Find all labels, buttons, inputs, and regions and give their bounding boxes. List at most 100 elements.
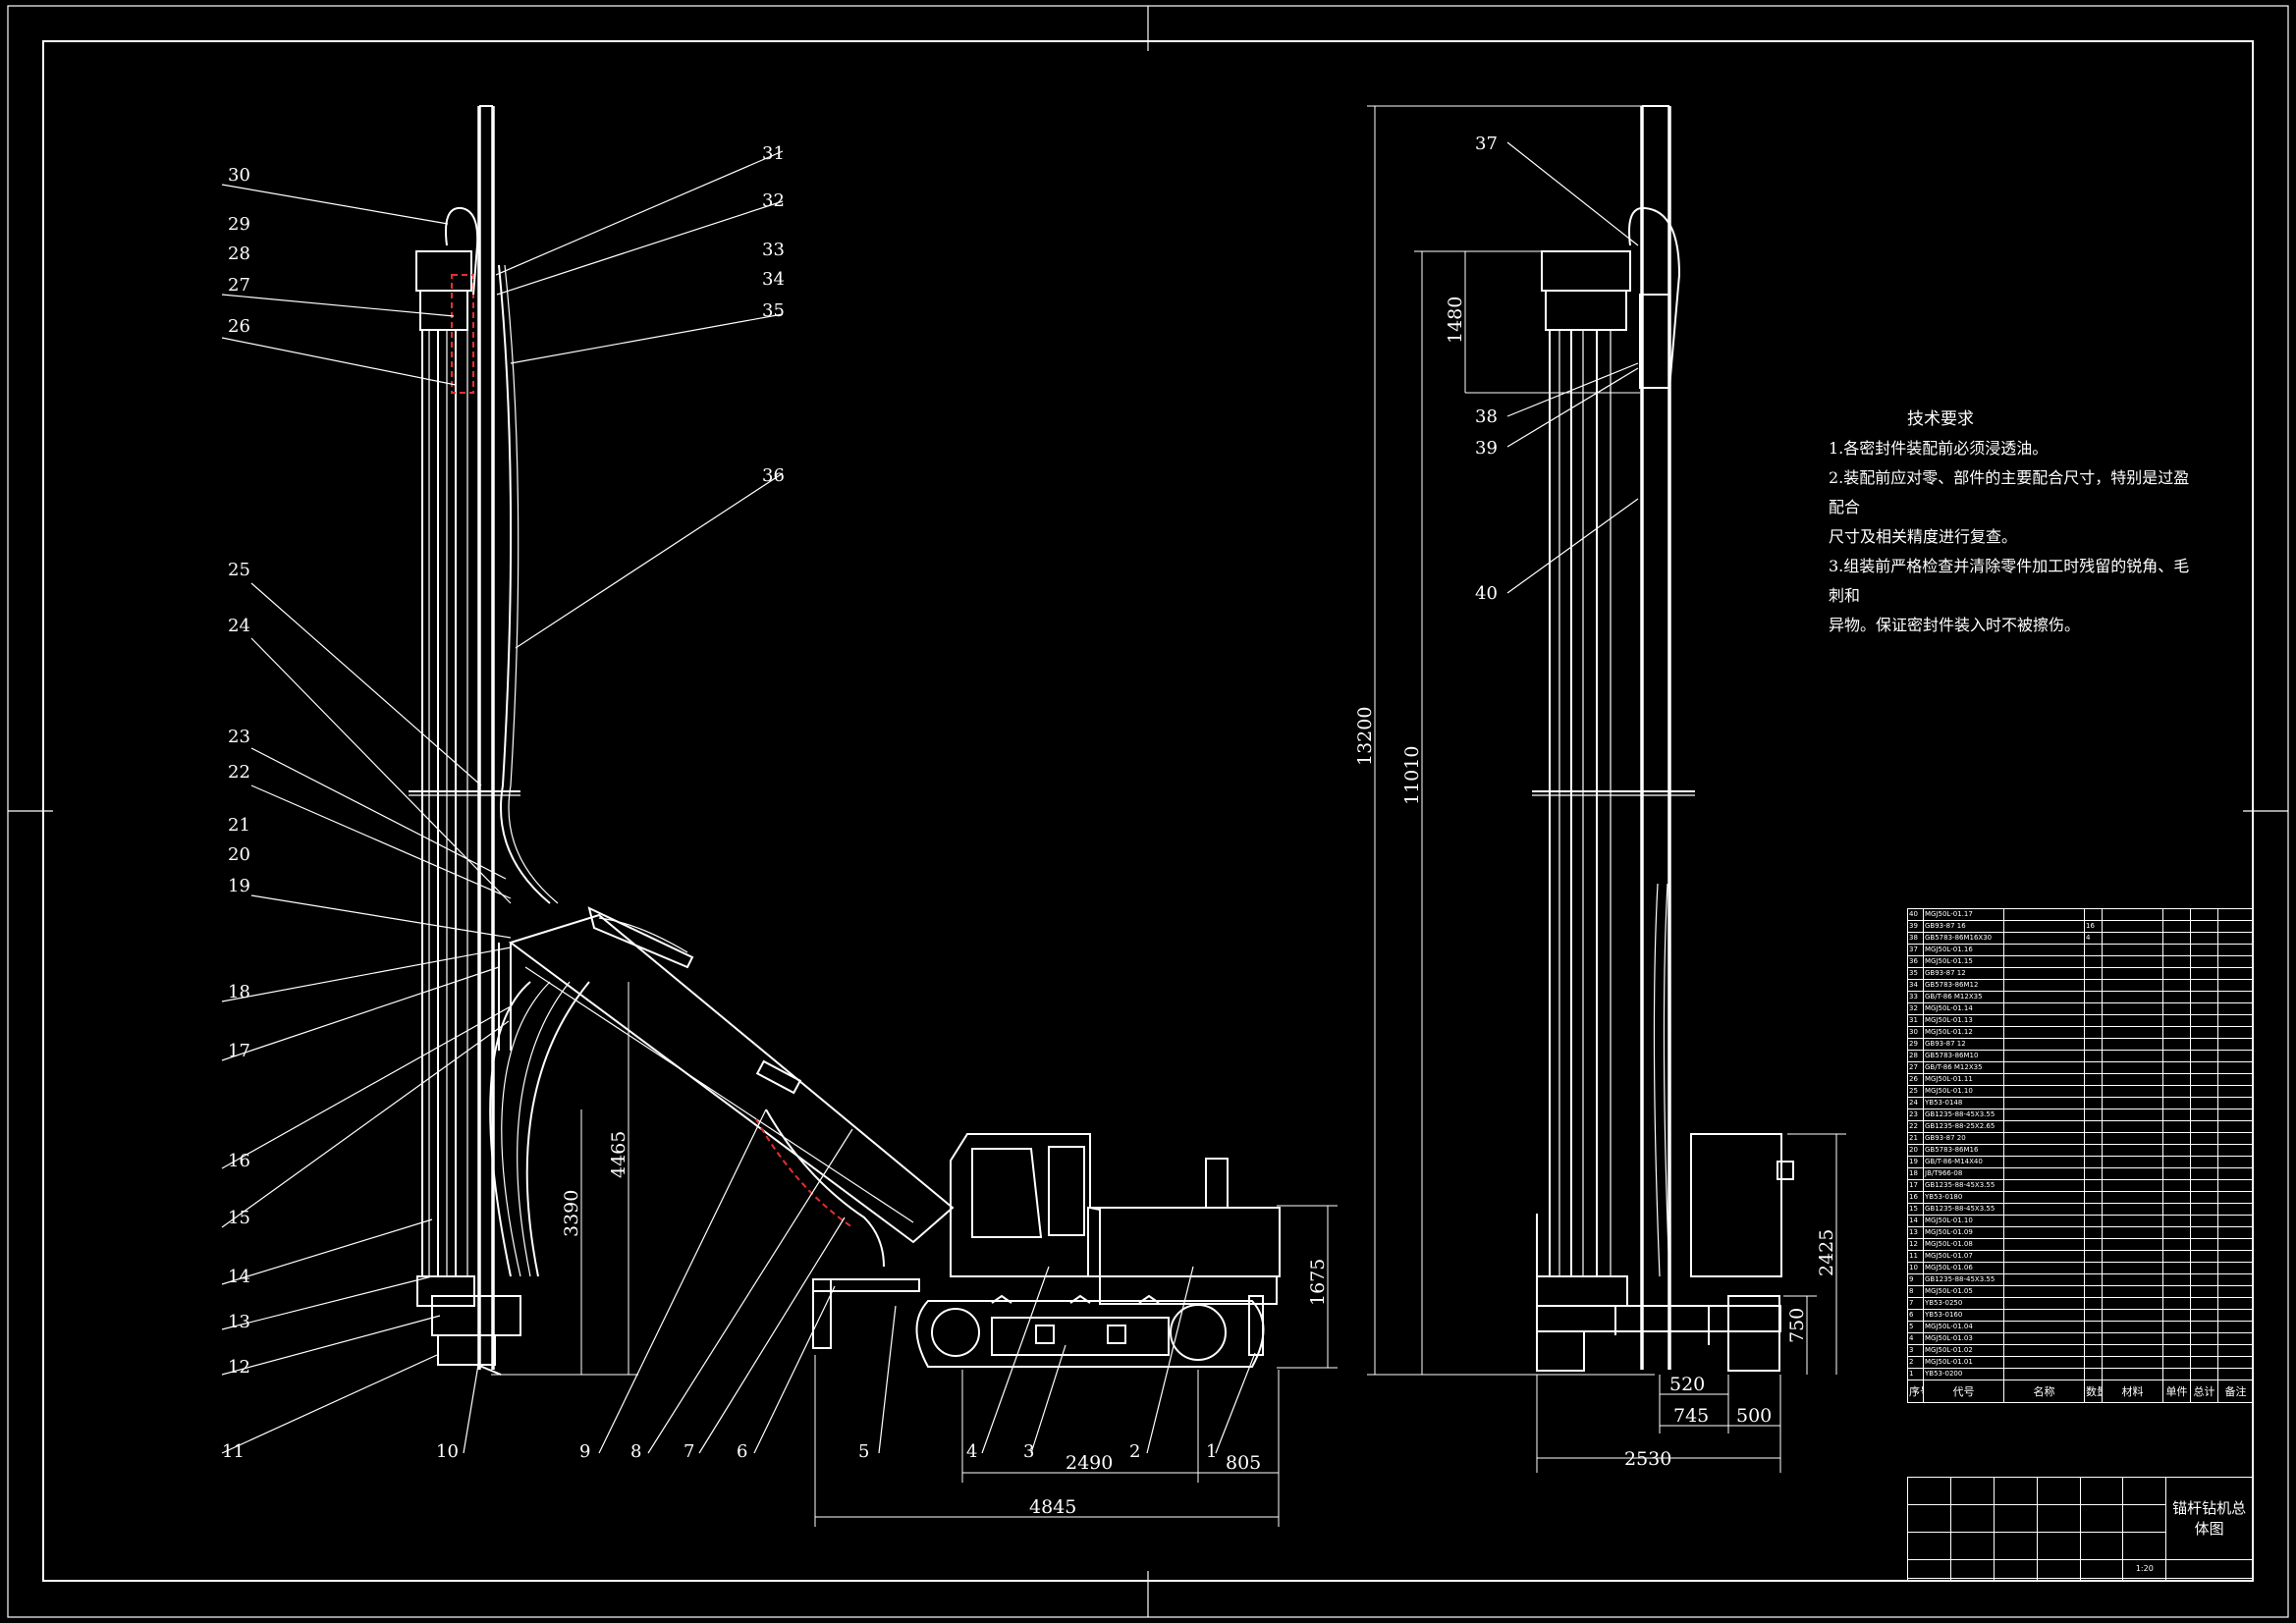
part-label: 40 (1475, 583, 1498, 604)
bom-cell (2162, 932, 2191, 945)
bom-cell (2190, 1167, 2218, 1180)
part-label: 16 (228, 1151, 250, 1171)
bom-cell (2084, 944, 2103, 956)
bom-cell (2190, 1297, 2218, 1310)
bom-cell: MGJ50L-01.05 (1923, 1285, 2004, 1298)
bom-cell (2190, 1132, 2218, 1145)
part-label: 2 (1129, 1441, 1140, 1462)
bom-cell (2102, 1262, 2163, 1274)
part-label: 37 (1475, 134, 1498, 154)
bom-cell (2102, 1321, 2163, 1333)
bom-cell: GB5783-86M12 (1923, 979, 2004, 992)
bom-cell (2003, 920, 2085, 933)
bom-cell (2190, 1002, 2218, 1015)
bom-cell (2162, 1085, 2191, 1098)
bom-cell (2162, 1038, 2191, 1051)
dim-11010: 11010 (1401, 746, 1423, 805)
bom-cell (2162, 1191, 2191, 1204)
bom-cell: MGJ50L-01.13 (1923, 1014, 2004, 1027)
bom-cell (2162, 1321, 2191, 1333)
bom-cell (2084, 1285, 2103, 1298)
bom-cell (2217, 1332, 2254, 1345)
dim-4845: 4845 (1029, 1496, 1076, 1518)
bom-cell (2217, 991, 2254, 1003)
bom-cell: YB53-0200 (1923, 1368, 2004, 1380)
bom-cell (2190, 1026, 2218, 1039)
part-labels: 30 29 28 27 26 25 24 23 22 21 20 19 18 1… (222, 134, 1498, 1462)
bom-cell (2084, 908, 2103, 921)
bom-cell (2084, 1250, 2103, 1263)
bom-header-cell: 材料 (2102, 1380, 2163, 1403)
bom-cell (2003, 1226, 2085, 1239)
side-view (1367, 105, 1846, 1473)
bom-cell (2084, 1226, 2103, 1239)
bom-cell (2084, 991, 2103, 1003)
bom-cell (2190, 1191, 2218, 1204)
bom-cell (2217, 1191, 2254, 1204)
bom-cell (2003, 1026, 2085, 1039)
bom-cell (2190, 1014, 2218, 1027)
bom-cell (2162, 1156, 2191, 1168)
bom-cell (2190, 1156, 2218, 1168)
bom-cell (2084, 1167, 2103, 1180)
side-dimensions (1367, 105, 1846, 1473)
bom-header-cell: 序号 (1907, 1380, 1924, 1403)
bom-cell (2003, 1262, 2085, 1274)
bom-cell (2217, 932, 2254, 945)
bom-cell: 8 (1907, 1285, 1924, 1298)
bom-cell (2190, 1097, 2218, 1109)
bom-cell (2162, 1002, 2191, 1015)
bom-cell (2102, 1215, 2163, 1227)
bom-cell (2217, 1344, 2254, 1357)
part-label: 23 (228, 727, 250, 747)
bom-cell (2217, 1144, 2254, 1157)
bom-cell: 18 (1907, 1167, 1924, 1180)
bom-cell (2084, 1262, 2103, 1274)
bom-cell (2217, 1215, 2254, 1227)
bom-cell (2162, 1026, 2191, 1039)
part-label: 36 (762, 465, 785, 486)
bom-cell (2102, 967, 2163, 980)
part-label: 7 (683, 1441, 694, 1462)
bom-cell: 9 (1907, 1273, 1924, 1286)
bom-cell: 2 (1907, 1356, 1924, 1369)
bom-cell (2190, 1073, 2218, 1086)
bom-cell (2003, 1297, 2085, 1310)
bom-cell (2162, 1120, 2191, 1133)
bom-cell: MGJ50L-01.04 (1923, 1321, 2004, 1333)
bom-cell (2003, 1250, 2085, 1263)
dimension-texts: 4465 3390 1675 2490 805 4845 13200 1480 … (561, 297, 1837, 1518)
bom-cell: GB1235-88-45X3.55 (1923, 1179, 2004, 1192)
bom-cell (2162, 1368, 2191, 1380)
bom-cell: GB/T-86 M12X35 (1923, 991, 2004, 1003)
bom-cell (2217, 1321, 2254, 1333)
bom-cell (2162, 1215, 2191, 1227)
drawing-scale: 1:20 (2122, 1558, 2167, 1580)
bom-cell: GB1235-88-45X3.55 (1923, 1109, 2004, 1121)
bom-cell (2190, 1085, 2218, 1098)
bom-cell (2217, 1262, 2254, 1274)
bom-cell (2162, 1332, 2191, 1345)
bom-cell (2217, 1050, 2254, 1062)
bom-cell (2003, 1238, 2085, 1251)
bom-cell (2190, 1109, 2218, 1121)
part-label: 33 (762, 240, 785, 260)
bom-cell (2190, 1273, 2218, 1286)
bom-cell: MGJ50L-01.07 (1923, 1250, 2004, 1263)
part-label: 32 (762, 190, 785, 211)
bom-cell (2084, 1014, 2103, 1027)
bom-cell (2217, 1120, 2254, 1133)
bom-cell (2190, 1215, 2218, 1227)
bom-cell (2084, 979, 2103, 992)
